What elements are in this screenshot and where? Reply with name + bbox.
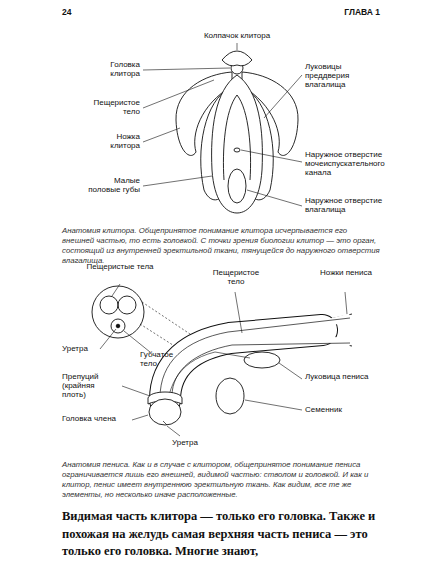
part-label: Препуций (крайняя плоть) bbox=[62, 372, 120, 400]
clitoral-hood bbox=[222, 51, 252, 66]
part-label: Уретра bbox=[172, 438, 212, 447]
crura-fill bbox=[305, 317, 350, 344]
corpus-cavernosum bbox=[160, 318, 350, 398]
page-number: 24 bbox=[62, 8, 102, 18]
part-label: Семенник bbox=[305, 405, 365, 414]
part-label: Пещеристые тела bbox=[82, 262, 158, 271]
shaft-fill bbox=[165, 330, 322, 400]
part-label: Головка члена bbox=[62, 414, 132, 423]
part-label: Пещеристое тело bbox=[82, 98, 140, 116]
corpus-spongiosum-section bbox=[111, 319, 125, 333]
urethra-meatus bbox=[163, 421, 167, 425]
vaginal-opening bbox=[228, 169, 246, 203]
part-label: Луковицы преддверия влагалища bbox=[305, 62, 383, 90]
figure-caption: Анатомия пениса. Как и в случае с клитор… bbox=[62, 460, 380, 501]
part-label: Уретра bbox=[62, 344, 102, 353]
labia-inner bbox=[223, 95, 250, 180]
clitoris-drawing bbox=[143, 43, 302, 213]
part-label: Губчатое тело bbox=[140, 350, 192, 368]
urethra-section bbox=[116, 324, 120, 328]
penile-bulb bbox=[244, 352, 280, 368]
part-label: Головка клитора bbox=[95, 60, 140, 78]
leader-lines bbox=[143, 43, 302, 206]
figure-caption: Анатомия клитора. Общепринятое понимание… bbox=[62, 226, 380, 267]
testicle bbox=[216, 378, 244, 414]
part-label: Ножка клитора bbox=[86, 132, 140, 150]
cross-section bbox=[92, 286, 144, 338]
urethral-opening bbox=[234, 148, 240, 152]
glans-penis bbox=[149, 399, 181, 425]
part-label: Пещеристое тело bbox=[205, 268, 267, 286]
part-label: Ножки пениса bbox=[318, 268, 374, 277]
part-label: Малые половые губы bbox=[86, 176, 140, 194]
part-label: Наружное отверстие влагалища bbox=[305, 196, 395, 214]
chapter-heading: ГЛАВА 1 bbox=[290, 8, 380, 18]
shaft-outline bbox=[165, 330, 322, 400]
body-text: Видимая часть клитора — только его голов… bbox=[62, 508, 380, 561]
corpora-cavernosa-section bbox=[118, 296, 136, 314]
corpora-cavernosa-section bbox=[100, 296, 118, 314]
part-label: Колпачок клитора bbox=[185, 31, 289, 40]
part-label: Луковица пениса bbox=[305, 372, 375, 381]
part-label: Наружное отверстие мочеиспускательного к… bbox=[305, 150, 395, 178]
